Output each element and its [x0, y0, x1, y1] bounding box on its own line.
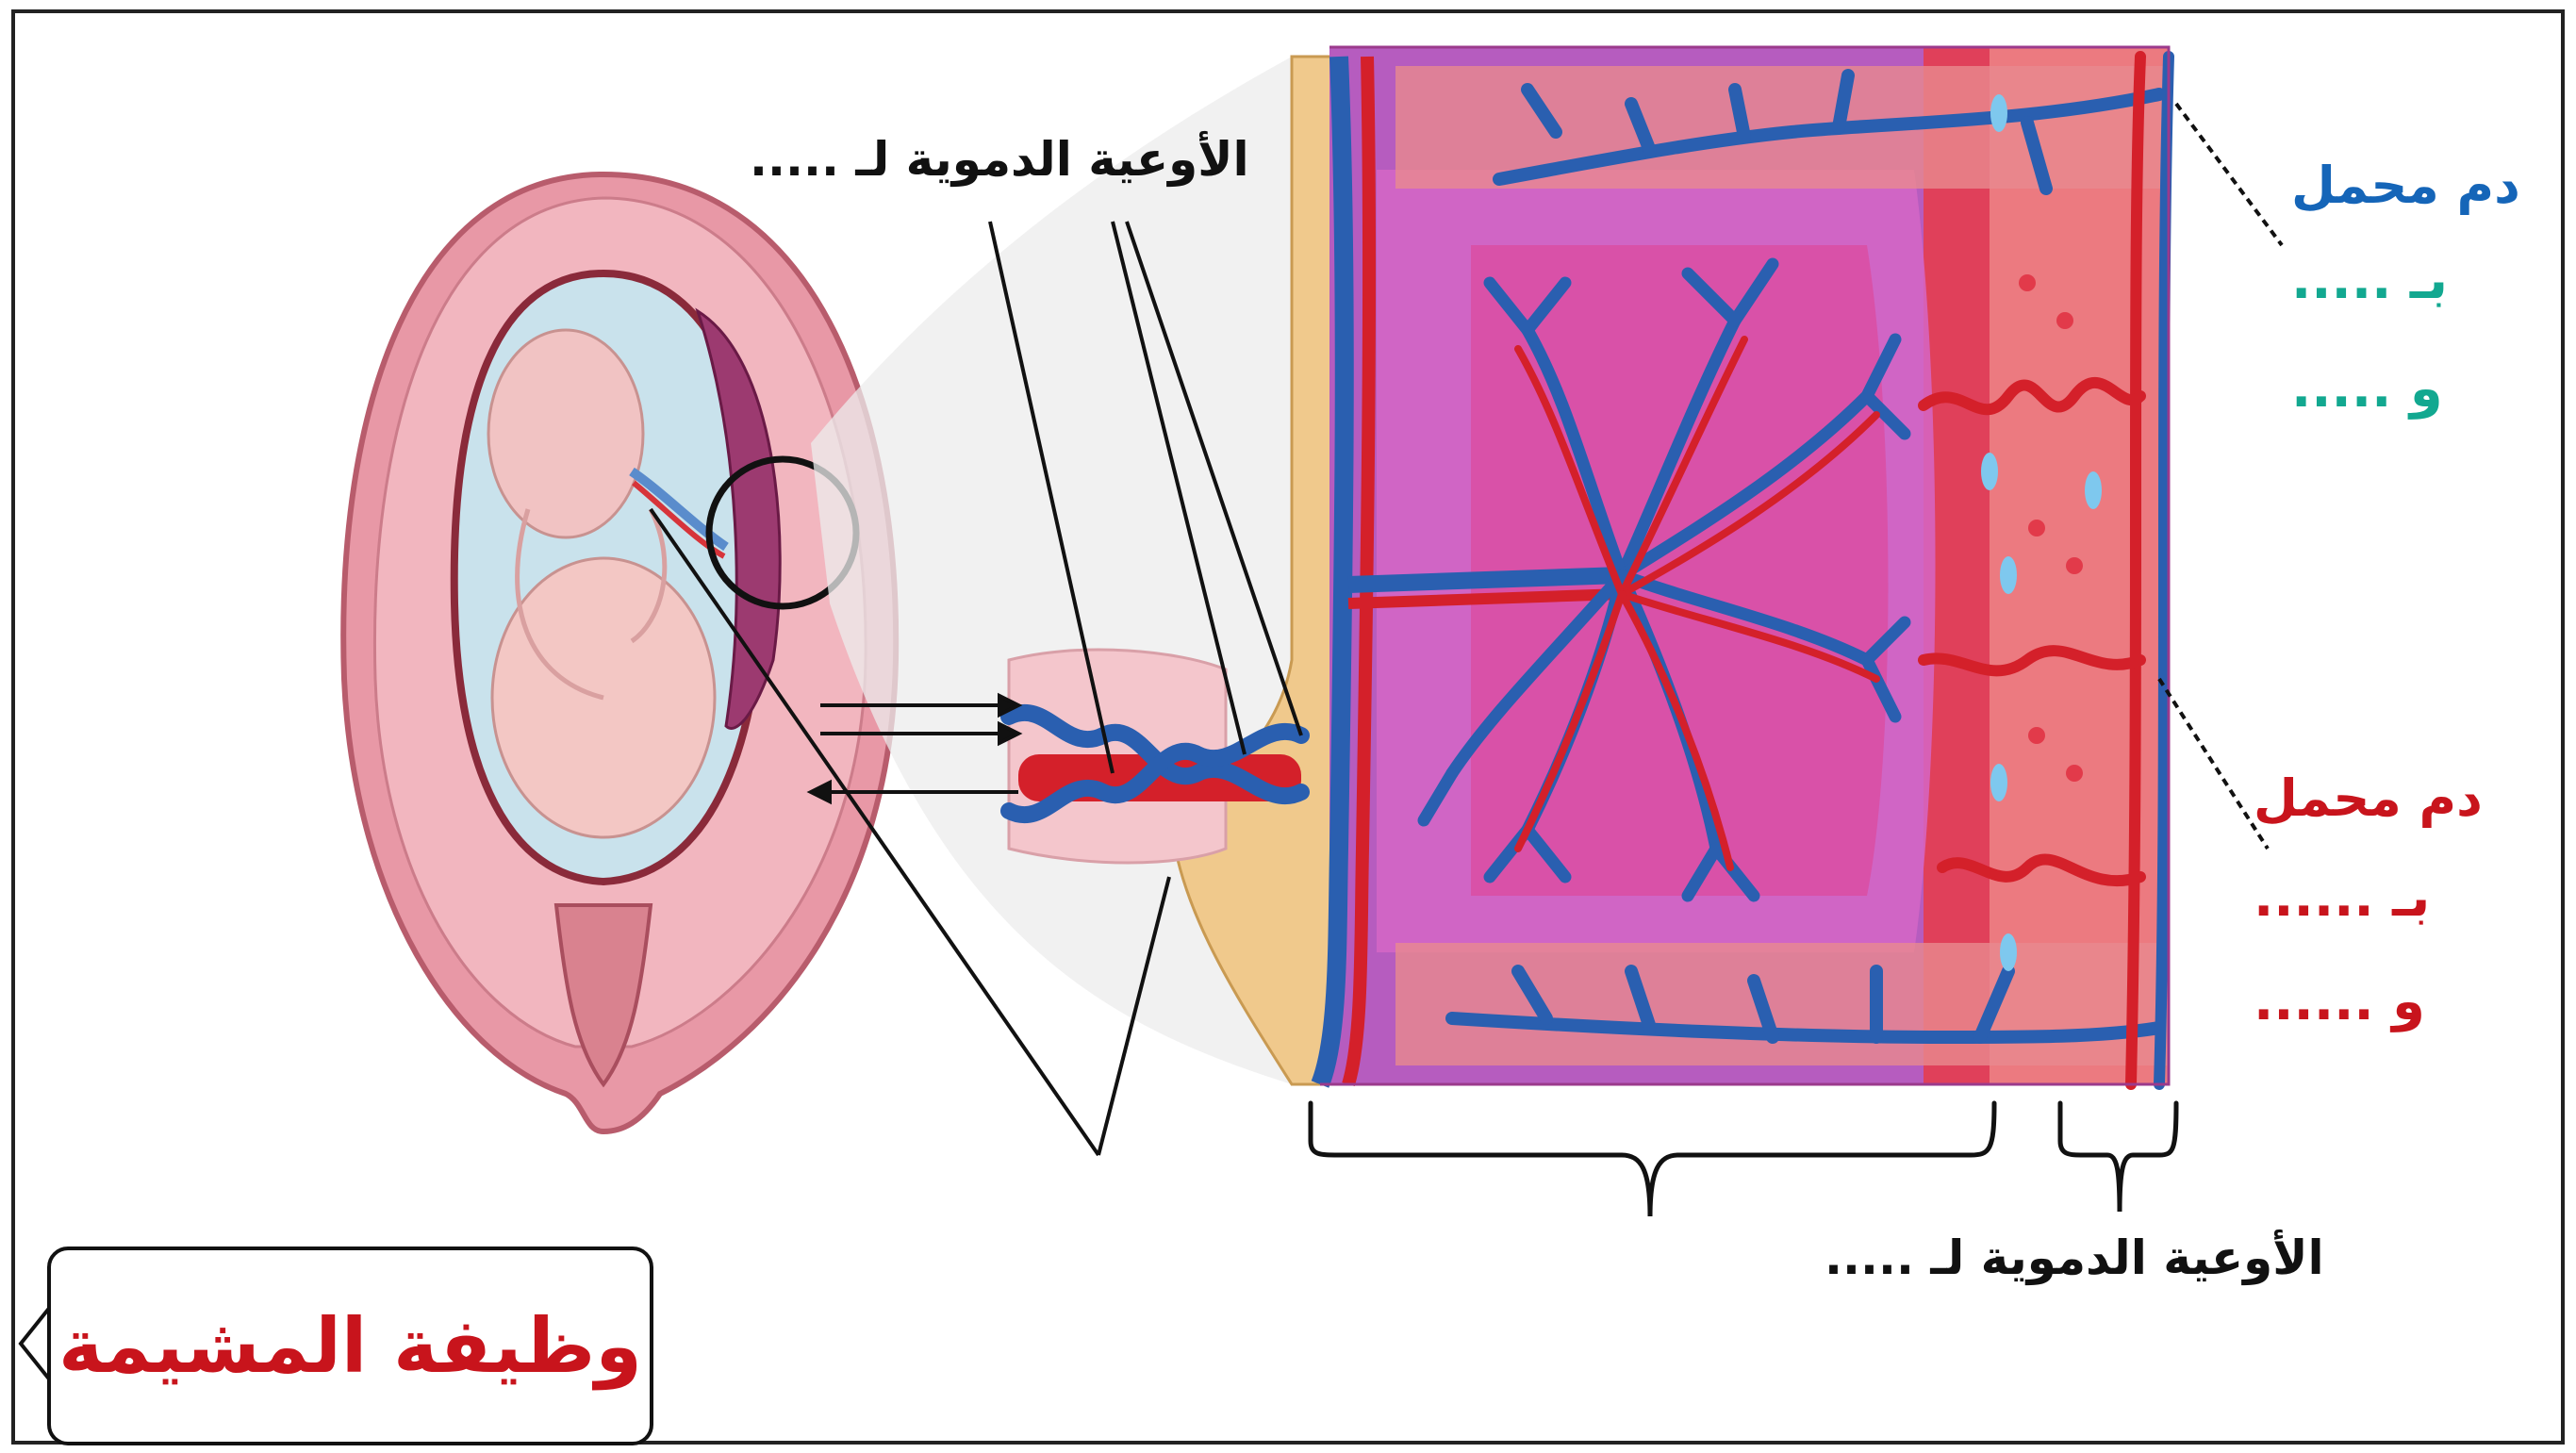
brace-brackets: [1311, 1103, 2176, 1216]
title-text: وظيفة المشيمة: [51, 1302, 650, 1390]
title-box: وظيفة المشيمة: [47, 1247, 653, 1445]
label-blood-red-line2: و ......: [2254, 971, 2425, 1032]
label-blood-red-line1: بـ ......: [2254, 867, 2430, 929]
label-blood-blue-line2: و .....: [2291, 358, 2443, 420]
label-blood-blue-line1: بـ .....: [2291, 250, 2448, 311]
placenta-cross-section: [1169, 47, 2169, 1084]
label-blood-blue-title: دم محمل: [2291, 156, 2520, 215]
label-vessels-top: الأوعية الدموية لـ .....: [750, 132, 1249, 187]
label-blood-red-title: دم محمل: [2254, 768, 2483, 828]
label-vessels-bottom: الأوعية الدموية لـ .....: [1825, 1230, 2324, 1285]
uterus-illustration: [343, 174, 896, 1131]
